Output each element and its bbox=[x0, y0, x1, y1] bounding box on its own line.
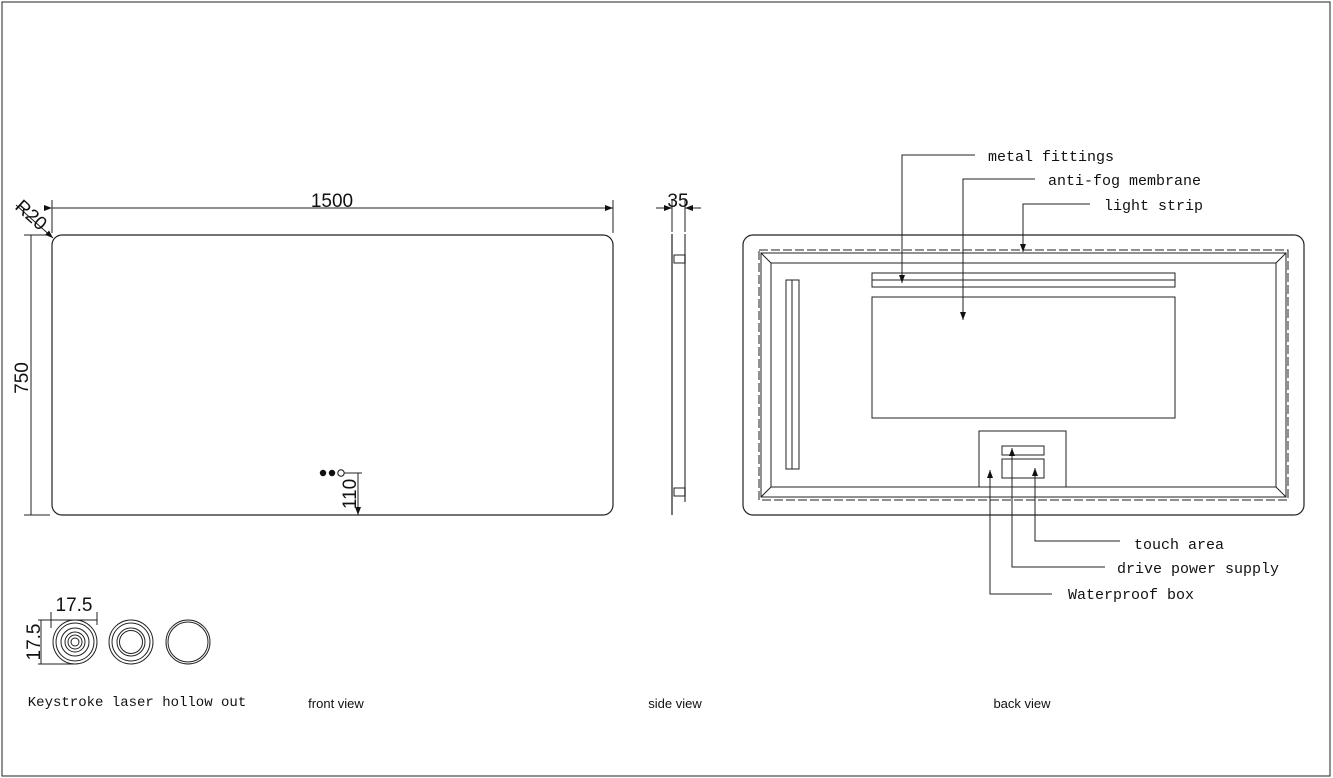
back-outline bbox=[742, 234, 1305, 516]
front-view-caption: front view bbox=[308, 696, 364, 711]
touch-button-icon bbox=[319, 469, 327, 477]
touch-button-icon bbox=[337, 469, 345, 477]
side-view: 35 side view bbox=[648, 191, 702, 711]
keystroke-button-icon bbox=[165, 619, 211, 665]
back-view-caption: back view bbox=[993, 696, 1051, 711]
depth-dimension: 35 bbox=[667, 191, 688, 212]
drive-power-label: drive power supply bbox=[1117, 561, 1279, 578]
touch-area-label: touch area bbox=[1134, 537, 1224, 554]
bracket bbox=[673, 487, 686, 497]
anti-fog-label: anti-fog membrane bbox=[1048, 173, 1201, 190]
light-strip-label: light strip bbox=[1104, 198, 1203, 215]
keystroke-button-icon bbox=[52, 619, 98, 665]
front-view: 1500 750 R20 110 front view bbox=[11, 191, 614, 711]
touch-button-icon bbox=[328, 469, 336, 477]
height-dimension: 750 bbox=[12, 362, 33, 394]
bracket bbox=[673, 254, 686, 264]
keystroke-button-icon bbox=[108, 619, 154, 665]
waterproof-box bbox=[978, 430, 1067, 488]
drive-power-supply bbox=[1001, 458, 1045, 479]
button-offset-dimension: 110 bbox=[340, 479, 361, 509]
touch-area bbox=[1001, 445, 1045, 456]
waterproof-box-label: Waterproof box bbox=[1068, 587, 1194, 604]
radius-dimension: R20 bbox=[11, 196, 51, 235]
keystroke-height-dimension: 17.5 bbox=[24, 624, 45, 661]
keystroke-width-dimension: 17.5 bbox=[56, 595, 93, 616]
anti-fog-membrane bbox=[871, 296, 1176, 419]
width-dimension: 1500 bbox=[311, 191, 353, 212]
keystroke-caption: Keystroke laser hollow out bbox=[28, 695, 246, 711]
keystroke-detail: 17.5 17.5 Keystroke laser hollow out bbox=[24, 595, 246, 711]
mirror-outline bbox=[51, 234, 614, 516]
side-view-caption: side view bbox=[648, 696, 702, 711]
back-view: metal fittings anti-fog membrane light s… bbox=[742, 149, 1305, 711]
metal-fittings-label: metal fittings bbox=[988, 149, 1114, 166]
